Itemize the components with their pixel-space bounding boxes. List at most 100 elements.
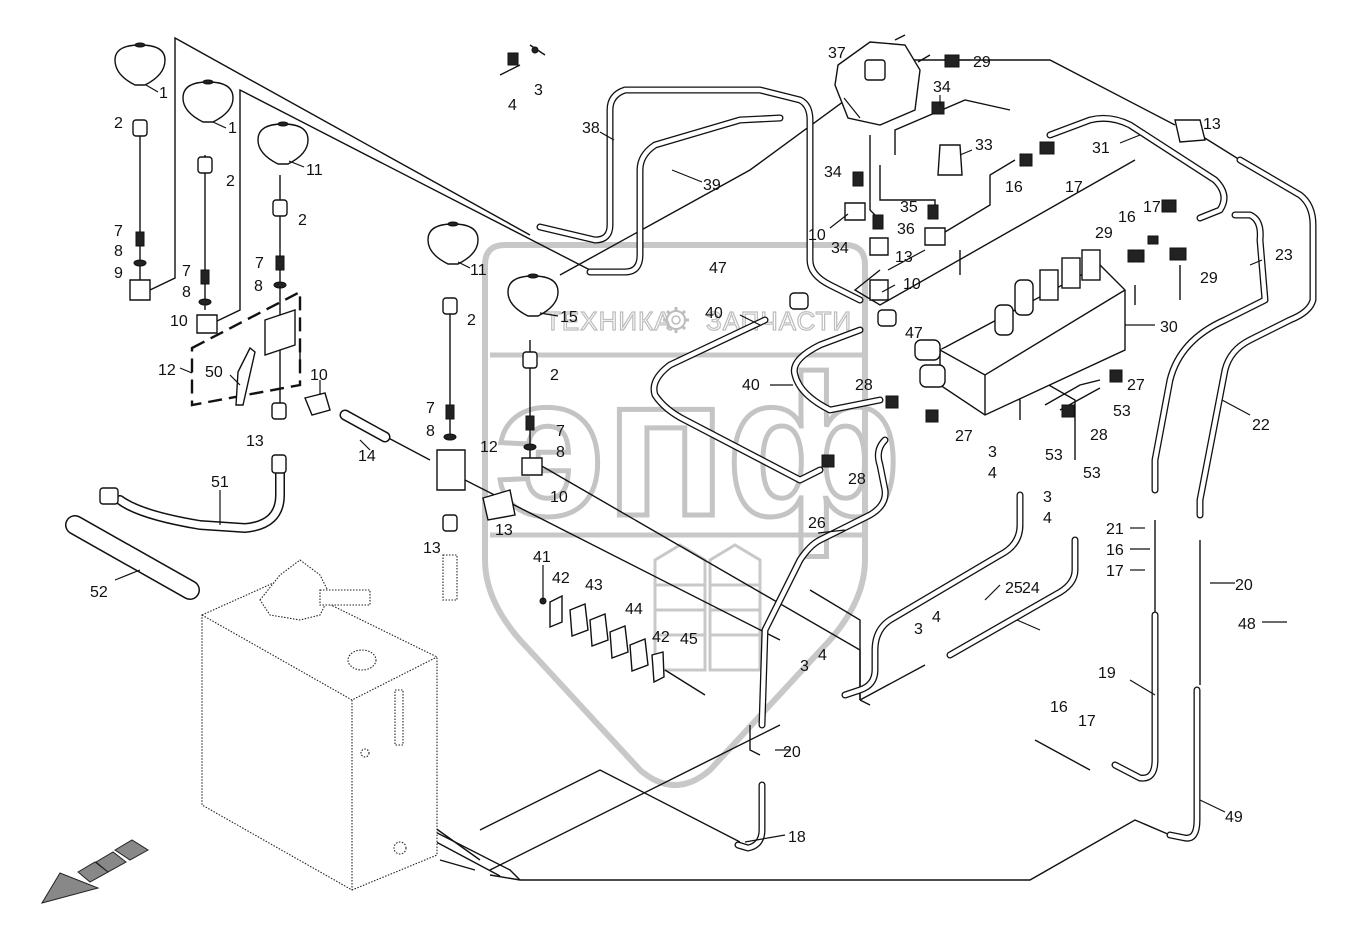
callout: 20 <box>783 744 801 761</box>
callout: 28 <box>848 471 866 488</box>
callout: 16 <box>1106 542 1124 559</box>
callout: 10 <box>808 227 826 244</box>
callout: 14 <box>358 448 376 465</box>
accumulator-11b <box>427 221 479 265</box>
callout: 12 <box>158 362 176 379</box>
valve-block-30 <box>914 249 1126 416</box>
callout: 8 <box>426 423 435 440</box>
callout: 2 <box>550 367 559 384</box>
accumulator-15 <box>507 273 559 317</box>
callout: 13 <box>895 249 913 266</box>
callout: 27 <box>955 428 973 445</box>
callout: 12 <box>480 439 498 456</box>
callout: 11 <box>470 262 487 279</box>
routing-lines <box>139 36 1241 881</box>
callout: 8 <box>556 444 565 461</box>
callout: 51 <box>211 474 229 491</box>
callout: 4 <box>988 465 997 482</box>
callout: 13 <box>246 433 264 450</box>
callout: 52 <box>90 584 108 601</box>
callout: 9 <box>114 265 123 282</box>
clamp-assembly <box>539 594 706 696</box>
callout: 10 <box>170 313 188 330</box>
callout: 17 <box>1065 179 1083 196</box>
callout: 49 <box>1225 809 1243 826</box>
callout: 40 <box>705 305 723 322</box>
callout: 44 <box>625 601 643 618</box>
callout: 1 <box>159 85 168 102</box>
callout: 10 <box>903 276 921 293</box>
callout: 53 <box>1045 447 1063 464</box>
callout: 30 <box>1160 319 1178 336</box>
callout: 4 <box>508 97 517 114</box>
callout: 42 <box>552 570 570 587</box>
callout: 18 <box>788 829 806 846</box>
callout: 1 <box>228 120 237 137</box>
callout: 7 <box>182 263 191 280</box>
accumulator-1b <box>182 79 234 123</box>
callout: 7 <box>255 255 264 272</box>
callout: 16 <box>1050 699 1068 716</box>
callout: 4 <box>932 609 941 626</box>
callout: 33 <box>975 137 993 154</box>
callout: 23 <box>1275 247 1293 264</box>
callout: 10 <box>550 489 568 506</box>
callout: 7 <box>114 223 123 240</box>
callout: 28 <box>855 377 873 394</box>
callout: 17 <box>1106 563 1124 580</box>
callout: 2 <box>226 173 235 190</box>
callout: 28 <box>1090 427 1108 444</box>
callout: 7 <box>426 400 435 417</box>
callout: 2 <box>114 115 123 132</box>
pipes <box>65 86 1317 881</box>
callout: 22 <box>1252 417 1270 434</box>
callout: 53 <box>1113 403 1131 420</box>
callout: 34 <box>824 164 842 181</box>
callout: 20 <box>1235 577 1253 594</box>
callout: 3 <box>534 82 543 99</box>
callout: 29 <box>1095 225 1113 242</box>
callout: 34 <box>933 79 951 96</box>
callout: 43 <box>585 577 603 594</box>
callout: 15 <box>560 309 578 326</box>
callout: 38 <box>582 120 600 137</box>
callout: 29 <box>1200 270 1218 287</box>
watermark-wheat <box>653 543 762 672</box>
callout: 3 <box>1043 489 1052 506</box>
callout: 35 <box>900 199 918 216</box>
gear-icon <box>663 307 689 333</box>
callout: 50 <box>205 364 223 381</box>
callout: 47 <box>905 325 923 342</box>
watermark-logo: эпф <box>495 335 901 558</box>
callout: 19 <box>1098 665 1116 682</box>
fittings <box>99 46 543 601</box>
pump-37 <box>834 34 931 126</box>
callout: 47 <box>709 260 727 277</box>
watermark-right-text: ЗАПЧАСТИ <box>706 306 852 336</box>
callout: 27 <box>1127 377 1145 394</box>
callout: 40 <box>742 377 760 394</box>
callout: 21 <box>1106 521 1124 538</box>
callout: 16 <box>1005 179 1023 196</box>
callout: 25 <box>1005 580 1023 597</box>
callout: 8 <box>182 284 191 301</box>
callout: 41 <box>533 549 551 566</box>
callout: 7 <box>556 423 565 440</box>
callout: 34 <box>831 240 849 257</box>
callout: 48 <box>1238 616 1256 633</box>
callout: 8 <box>114 243 123 260</box>
callout: 16 <box>1118 209 1136 226</box>
callout: 13 <box>495 522 513 539</box>
callout: 10 <box>310 367 328 384</box>
callout: 2 <box>298 212 307 229</box>
callout: 24 <box>1022 580 1040 597</box>
callout: 42 <box>652 629 670 646</box>
callout: 39 <box>703 177 721 194</box>
callout: 3 <box>988 444 997 461</box>
arrow-down-left-icon <box>40 839 149 904</box>
callout: 31 <box>1092 140 1110 157</box>
watermark-left-text: ТЕХНИКА <box>545 306 673 336</box>
callout: 45 <box>680 631 698 648</box>
callout: 4 <box>818 647 827 664</box>
